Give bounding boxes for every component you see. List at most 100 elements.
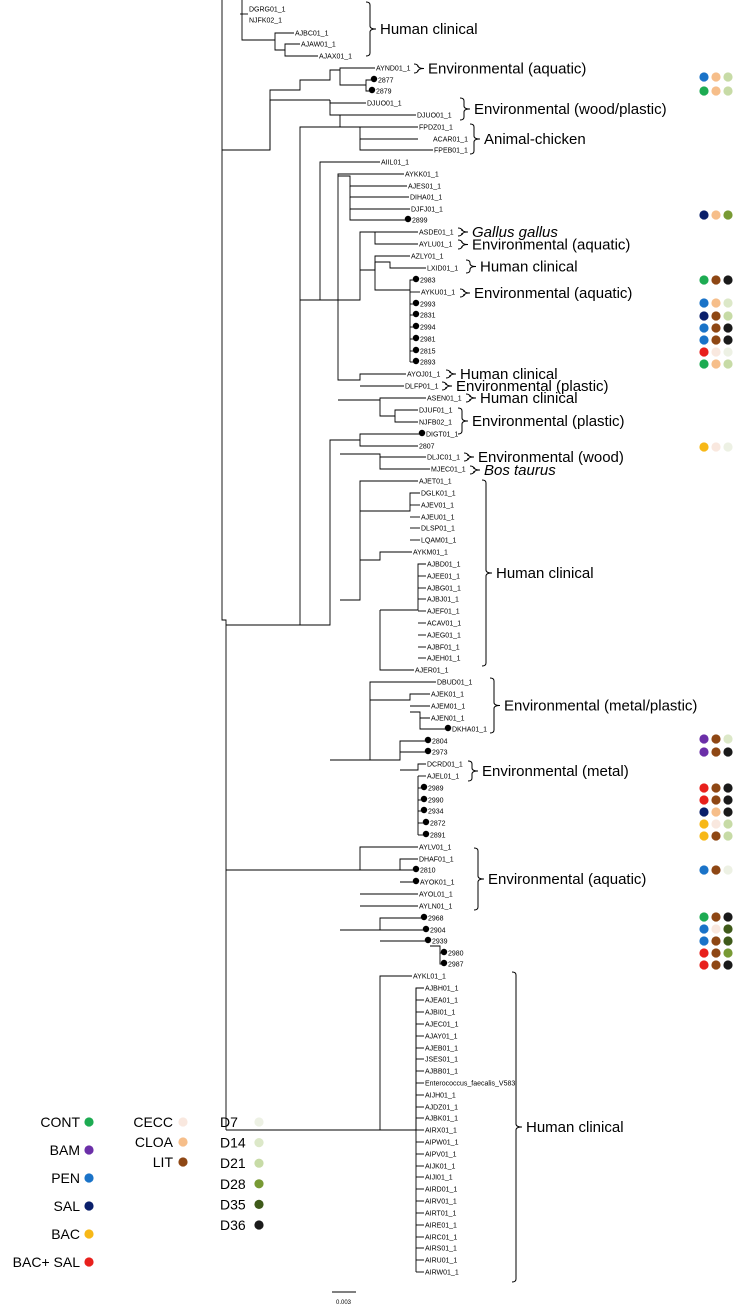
legend-label: SAL [54, 1198, 81, 1214]
tip-label: AJEN01_1 [431, 716, 465, 723]
metadata-dot [699, 210, 709, 220]
metadata-dot [699, 948, 709, 958]
clade-label: Environmental (aquatic) [428, 61, 586, 78]
isolate-dot [412, 310, 420, 318]
metadata-dot [723, 335, 733, 345]
isolate-dot [422, 818, 430, 826]
isolate-dot [424, 747, 432, 755]
tip-label: AJEF01_1 [427, 609, 460, 616]
metadata-dot [699, 924, 709, 934]
legend-swatch [254, 1138, 264, 1148]
metadata-dot [711, 311, 721, 321]
tip-label: 2899 [412, 218, 428, 225]
isolate-dot [420, 795, 428, 803]
tip-label: 2804 [432, 739, 448, 746]
metadata-dot [699, 275, 709, 285]
clade-label: Bos taurus [484, 462, 556, 479]
tip-label: AJBK01_1 [425, 1116, 458, 1123]
tip-label: AIRE01_1 [425, 1223, 457, 1230]
metadata-dot [711, 747, 721, 757]
clade-label: Environmental (plastic) [456, 378, 609, 395]
metadata-dot [723, 298, 733, 308]
tip-label: AJBB01_1 [425, 1069, 458, 1076]
clade-bracket [445, 369, 457, 379]
legend-swatch [254, 1117, 264, 1127]
legend-swatch [84, 1117, 94, 1127]
tip-label: 2877 [378, 78, 394, 85]
isolate-dot [420, 783, 428, 791]
tip-label: AJEH01_1 [427, 656, 461, 663]
isolate-dot [420, 913, 428, 921]
isolate-dot [404, 215, 412, 223]
legend-swatch [178, 1117, 188, 1127]
tip-label: AJBH01_1 [425, 986, 459, 993]
isolate-dot [412, 322, 420, 330]
clade-label: Gallus gallus [472, 224, 558, 241]
isolate-dot [412, 877, 420, 885]
tip-label: 2872 [430, 821, 446, 828]
legend-swatch [254, 1179, 264, 1189]
isolate-dot [412, 865, 420, 873]
tree-branches [221, 0, 450, 1273]
clade-bracket [463, 452, 475, 462]
metadata-dot [699, 323, 709, 333]
metadata-dot [699, 347, 709, 357]
tip-label: DCRD01_1 [427, 762, 463, 769]
tip-label: AIRX01_1 [425, 1128, 457, 1135]
metadata-dot [699, 783, 709, 793]
legend-label: BAC+ SAL [13, 1254, 81, 1270]
metadata-dot [723, 865, 733, 875]
tip-label: AJBC01_1 [295, 31, 329, 38]
metadata-dot [723, 347, 733, 357]
metadata-dot [711, 936, 721, 946]
tip-label: JSES01_1 [425, 1057, 458, 1064]
metadata-dot [723, 924, 733, 934]
metadata-dot [711, 275, 721, 285]
clade-bracket [413, 63, 425, 74]
isolate-dot [412, 357, 420, 365]
tip-label: 2981 [420, 337, 436, 344]
metadata-dot [711, 86, 721, 96]
tip-label: AIRU01_1 [425, 1258, 457, 1265]
clade-bracket [465, 259, 477, 274]
tip-label: AIRS01_1 [425, 1246, 457, 1253]
clade-label: Environmental (plastic) [472, 413, 625, 430]
tip-label: AJEL01_1 [427, 774, 459, 781]
metadata-dot [699, 936, 709, 946]
scale-bar: 0.003 [332, 1291, 356, 1306]
metadata-dot [699, 335, 709, 345]
isolate-dot [422, 830, 430, 838]
clade-bracket [459, 97, 471, 121]
tip-label: AIRT01_1 [425, 1211, 456, 1218]
tip-label: 2968 [428, 916, 444, 923]
metadata-dot [699, 865, 709, 875]
clade-label: Human clinical [460, 366, 558, 383]
metadata-dot [699, 86, 709, 96]
metadata-dot [723, 807, 733, 817]
metadata-dot [699, 831, 709, 841]
metadata-dot [711, 210, 721, 220]
clade-label: Environmental (metal) [482, 763, 629, 780]
metadata-dot [711, 335, 721, 345]
metadata-dot [699, 734, 709, 744]
tip-label: DKHA01_1 [452, 727, 487, 734]
tip-label: AJER01_1 [415, 668, 449, 675]
isolate-dot [420, 806, 428, 814]
clade-label: Human clinical [380, 21, 478, 38]
tip-label: AYLV01_1 [419, 845, 452, 852]
clade-bracket [457, 227, 469, 237]
isolate-dot [412, 334, 420, 342]
isolate-dot [368, 86, 376, 94]
tip-label: NJFB02_1 [419, 420, 452, 427]
tip-label: 2893 [420, 360, 436, 367]
tip-label: 2810 [420, 868, 436, 875]
tip-label: AJEK01_1 [431, 692, 464, 699]
metadata-dot [723, 960, 733, 970]
isolate-dot [424, 936, 432, 944]
metadata-dot [699, 912, 709, 922]
tip-label: Enterococcus_faecalis_V583 [425, 1081, 515, 1088]
tip-label: NJFK02_1 [249, 18, 282, 25]
tip-label: AYLU01_1 [419, 242, 452, 249]
clade-bracket [489, 677, 501, 734]
